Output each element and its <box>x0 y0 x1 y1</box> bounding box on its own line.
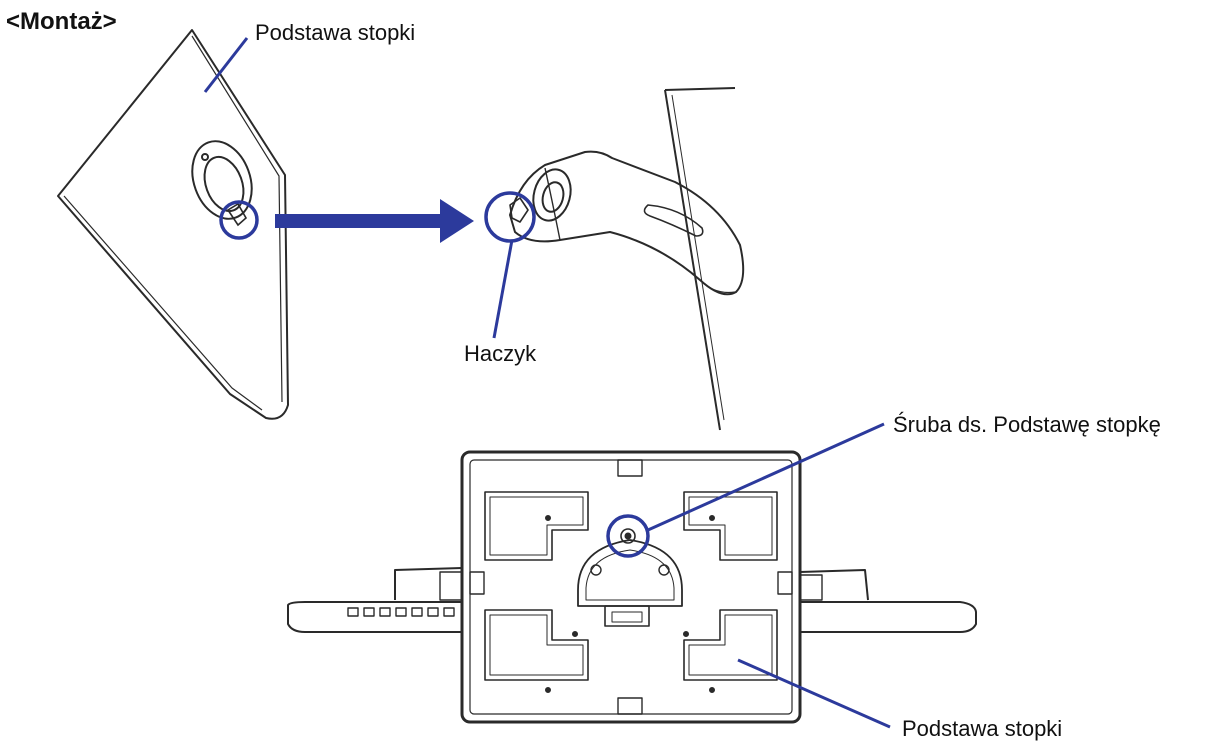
monitor-back <box>287 450 977 724</box>
section-title: <Montaż> <box>6 8 117 35</box>
arrow-right-icon <box>275 199 474 243</box>
circle-highlight-icon <box>219 200 259 240</box>
stand-base-plate <box>57 29 289 420</box>
callout-base-top: Podstawa stopki <box>255 20 416 45</box>
leader-base-bottom <box>737 658 891 729</box>
callout-base-bottom: Podstawa stopki <box>902 716 1063 741</box>
leader-base-top <box>203 37 249 93</box>
button-row <box>347 607 455 617</box>
circle-highlight-icon <box>606 514 650 558</box>
callout-hook: Haczyk <box>464 341 537 366</box>
leader-hook <box>492 239 514 339</box>
callout-screw: Śruba ds. Podstawę stopkę <box>893 412 1161 437</box>
stand-arm <box>509 87 745 431</box>
leader-screw <box>647 422 885 532</box>
plate-mount-hub <box>191 140 253 227</box>
circle-highlight-icon <box>484 191 536 243</box>
